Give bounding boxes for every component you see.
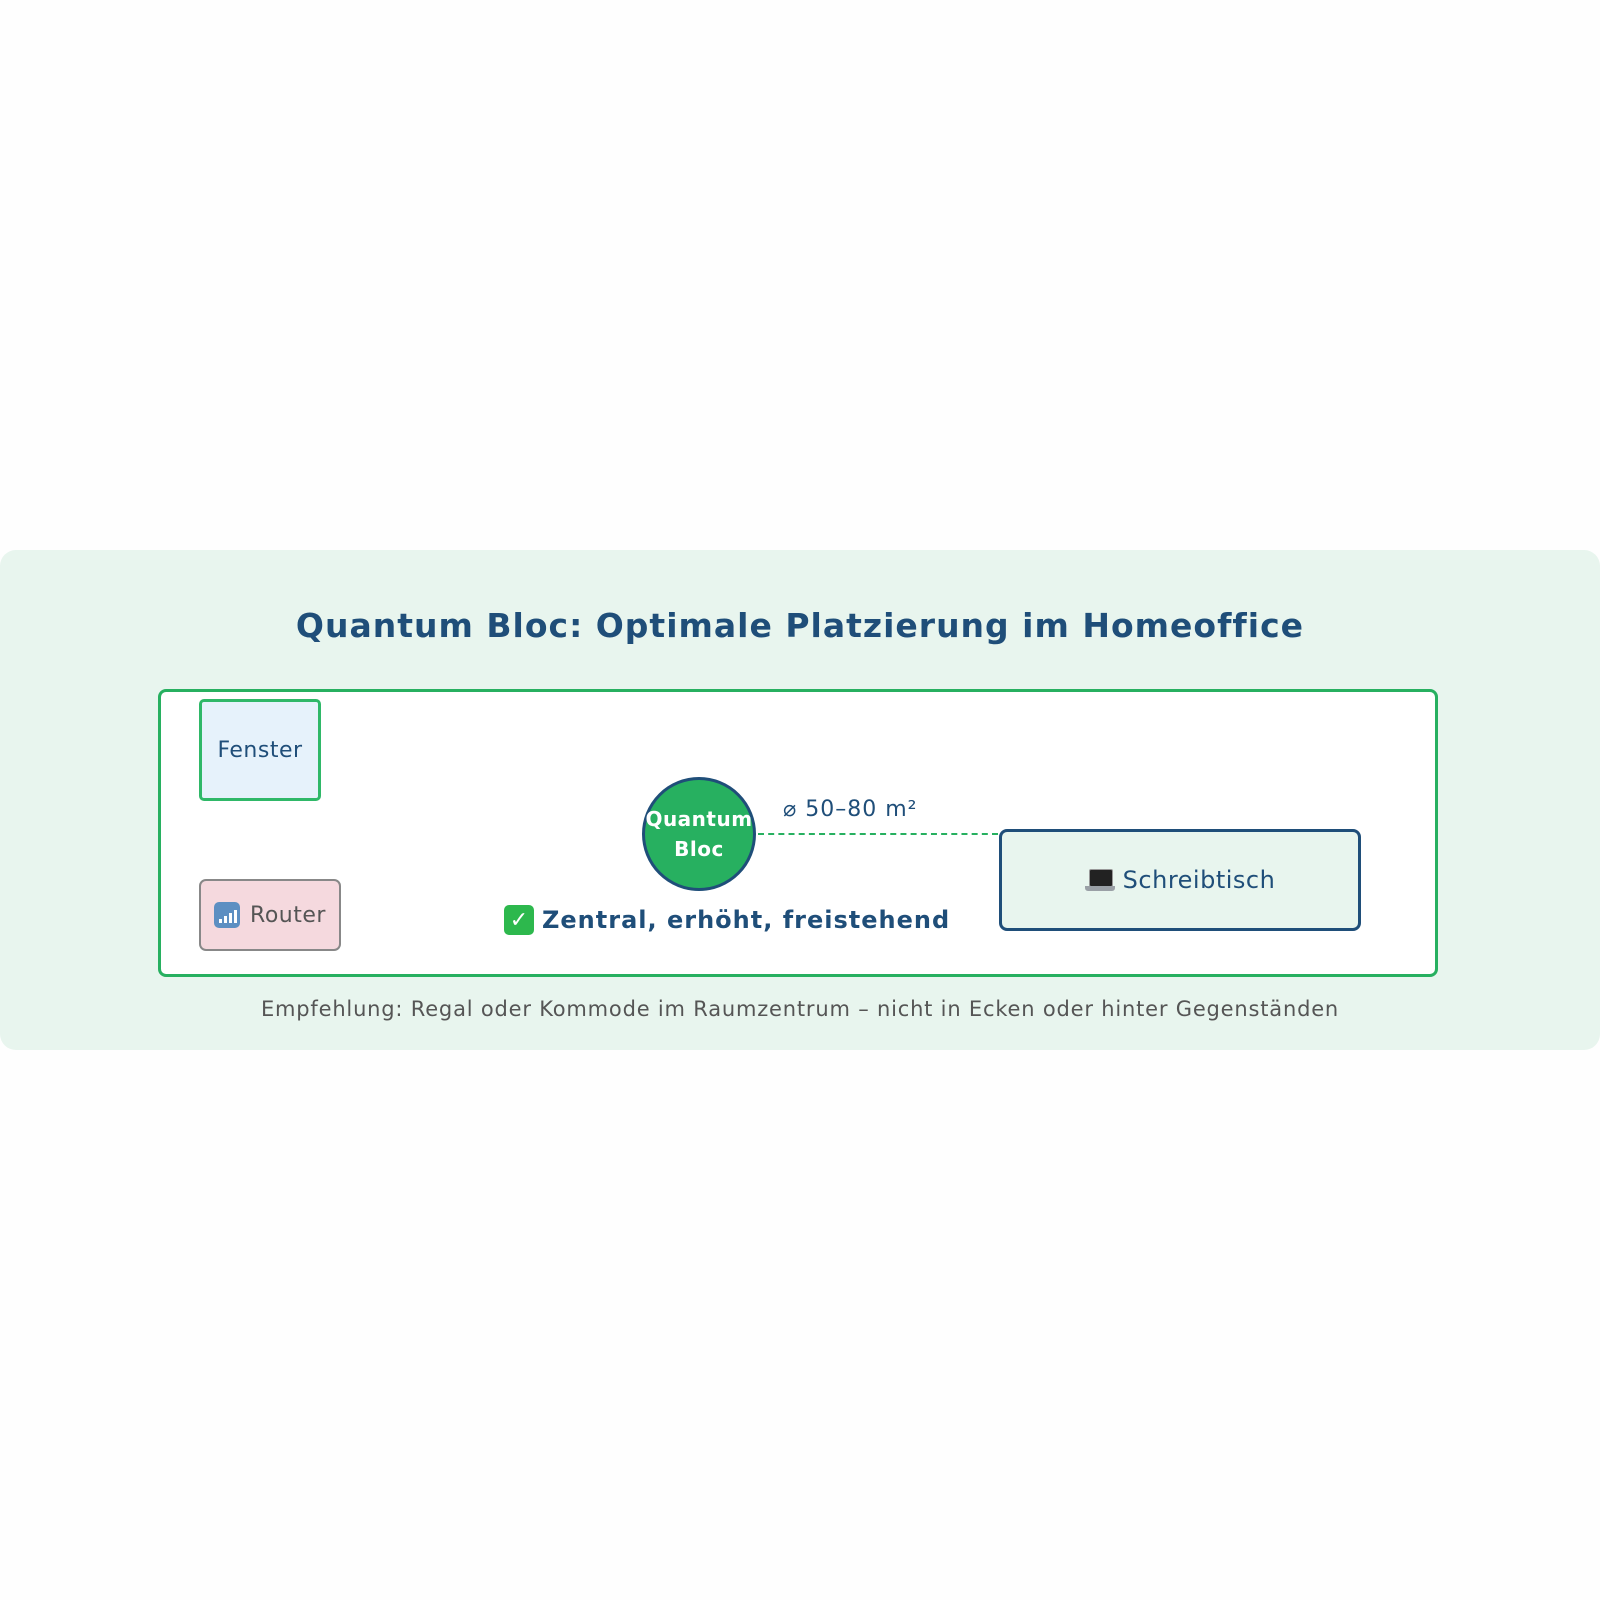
window-label: Fenster [217, 737, 303, 763]
coverage-label: ⌀ 50–80 m² [783, 797, 918, 822]
desk-label: Schreibtisch [1122, 866, 1276, 894]
placement-text: Zentral, erhöht, freistehend [542, 906, 951, 934]
window-box: Fenster [199, 699, 321, 801]
bloc-label-line1: Quantum [645, 807, 753, 831]
check-mark-icon: ✓ [504, 905, 534, 935]
quantum-bloc-node: Quantum Bloc [642, 777, 756, 891]
router-label: Router [250, 902, 326, 928]
recommendation-footer: Empfehlung: Regal oder Kommode im Raumze… [260, 997, 1340, 1021]
diagram-title: Quantum Bloc: Optimale Platzierung im Ho… [295, 606, 1305, 645]
router-box: Router [199, 879, 341, 951]
placement-note: ✓ Zentral, erhöht, freistehend [504, 905, 950, 935]
signal-bars-icon [214, 902, 241, 928]
laptop-icon [1084, 867, 1115, 893]
coverage-connector-line [758, 833, 998, 835]
bloc-label-line2: Bloc [674, 837, 724, 861]
desk-box: Schreibtisch [999, 829, 1361, 931]
